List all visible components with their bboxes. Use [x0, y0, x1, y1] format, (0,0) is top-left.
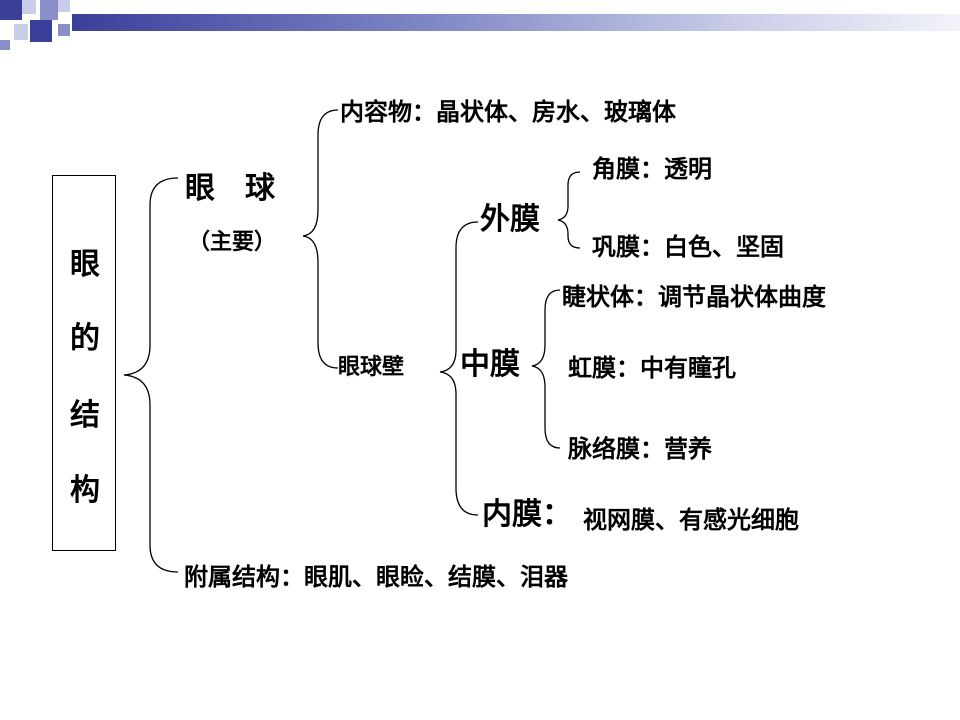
eyeball-label: 眼 球 [185, 171, 275, 206]
header-square [22, 0, 36, 14]
header-square [30, 20, 52, 42]
middle-layer-brace [531, 289, 561, 449]
title-char: 构 [70, 473, 100, 508]
header-gradient-bar [72, 14, 960, 31]
ciliary-body-item: 睫状体：调节晶状体曲度 [562, 283, 826, 311]
iris-item: 虹膜：中有瞳孔 [568, 354, 736, 382]
outer-layer-brace [557, 171, 581, 249]
sclera-item: 巩膜：白色、坚固 [592, 233, 784, 261]
eyeball-contents: 内容物：晶状体、房水、玻璃体 [340, 98, 676, 126]
header-square [0, 0, 22, 20]
wall-brace [439, 221, 479, 516]
eyeball-note: （主要） [188, 230, 277, 255]
header-square [40, 0, 58, 20]
header-square [14, 24, 28, 40]
title-char: 眼 [70, 247, 100, 282]
header-square [58, 0, 70, 12]
header-square [0, 40, 10, 50]
outer-layer-label: 外膜 [480, 202, 540, 237]
main-brace [123, 177, 179, 573]
inner-layer-label: 内膜： [482, 497, 572, 532]
title-char: 结 [70, 398, 100, 433]
choroid-item: 脉络膜：营养 [568, 435, 712, 463]
retina-item: 视网膜、有感光细胞 [583, 506, 799, 534]
title-char: 的 [70, 321, 100, 356]
diagram-title-box: 眼 的 结 构 [52, 175, 116, 551]
eyeball-wall-label: 眼球壁 [338, 355, 405, 380]
slide-header-decoration [0, 0, 960, 50]
eyeball-brace [302, 109, 339, 369]
accessory-structures: 附属结构：眼肌、眼睑、结膜、泪器 [184, 563, 568, 591]
header-square [58, 24, 70, 36]
cornea-item: 角膜：透明 [592, 155, 712, 183]
middle-layer-label: 中膜 [460, 347, 520, 382]
